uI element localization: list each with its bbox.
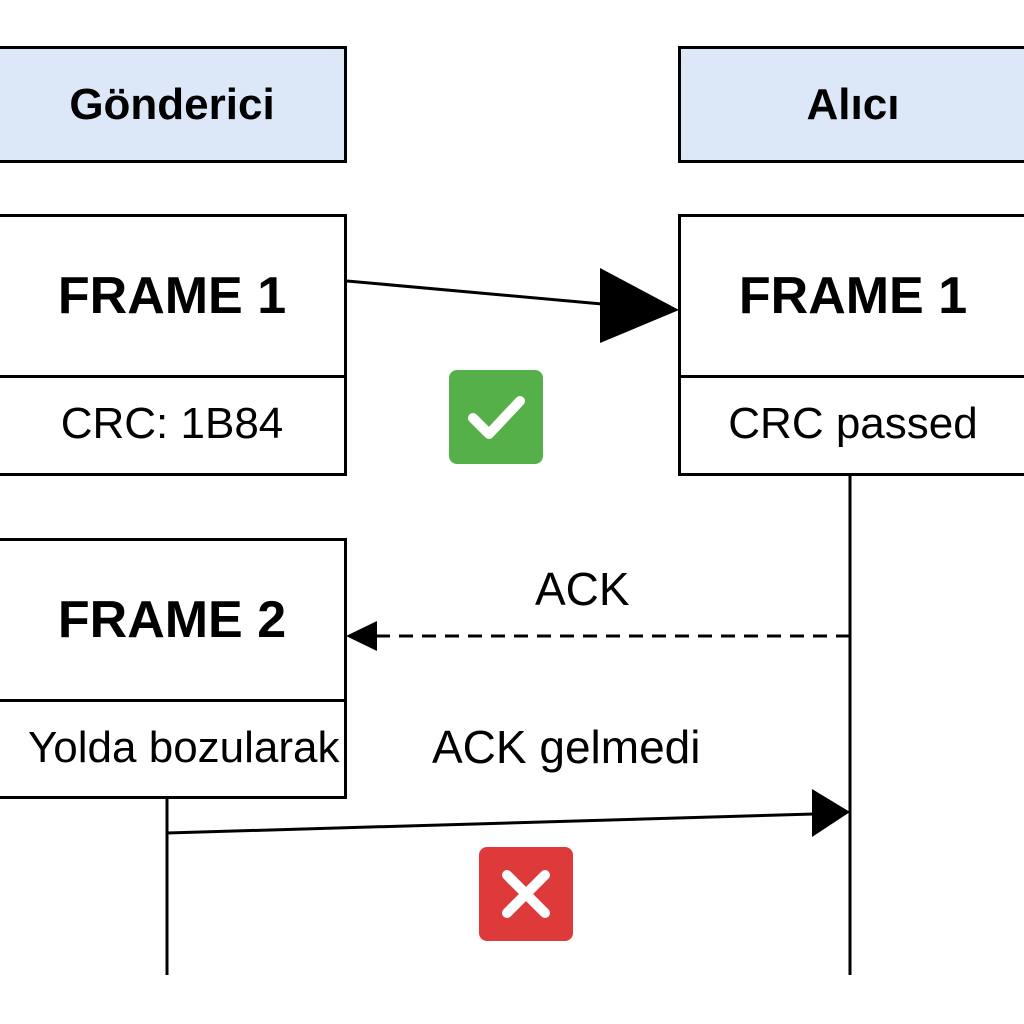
sender-frame1-box: FRAME 1 CRC: 1B84 — [0, 214, 347, 476]
receiver-frame1-box: FRAME 1 CRC passed — [678, 214, 1024, 476]
receiver-lane-header: Alıcı — [678, 46, 1024, 163]
receiver-frame1-title: FRAME 1 — [738, 267, 968, 325]
sender-frame1-crc: CRC: 1B84 — [60, 399, 284, 448]
failure-badge — [479, 847, 573, 941]
ack-missing-label: ACK gelmedi — [432, 721, 701, 773]
receiver-frame1-crc-status: CRC passed — [728, 399, 978, 448]
ack-arrowhead — [346, 621, 377, 651]
frame2-arrowhead — [812, 789, 850, 837]
sender-frame2-detail-cell: Yolda bozularak — [0, 699, 344, 796]
receiver-lane-title: Alıcı — [806, 79, 900, 129]
receiver-frame1-detail-cell: CRC passed — [681, 375, 1024, 473]
frame1-arrow-line — [346, 279, 603, 306]
sender-frame2-note: Yolda bozularak — [28, 722, 340, 772]
cross-icon — [502, 870, 550, 918]
sender-lane-title: Gönderici — [69, 79, 275, 129]
sender-frame1-title: FRAME 1 — [57, 267, 287, 325]
sender-frame1-detail-cell: CRC: 1B84 — [0, 375, 344, 473]
frame2-arrow-line — [166, 812, 815, 835]
check-icon — [468, 396, 525, 439]
sender-lane-header: Gönderici — [0, 46, 347, 163]
sender-frame2-title-cell: FRAME 2 — [0, 541, 344, 702]
sender-frame2-title: FRAME 2 — [57, 591, 287, 649]
sender-frame2-box: FRAME 2 Yolda bozularak — [0, 538, 347, 799]
sender-frame1-title-cell: FRAME 1 — [0, 217, 344, 378]
ack-label: ACK — [535, 563, 630, 615]
frame1-arrowhead — [600, 268, 679, 343]
success-badge — [449, 370, 543, 464]
receiver-frame1-title-cell: FRAME 1 — [681, 217, 1024, 378]
